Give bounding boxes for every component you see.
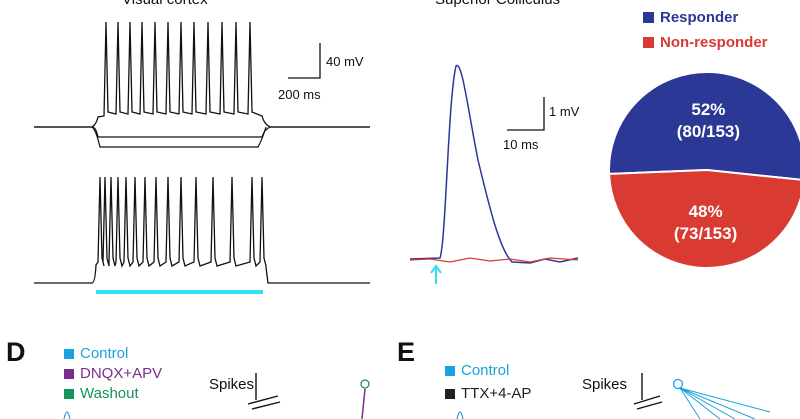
panel-d-scale-bar: [247, 373, 281, 410]
swatch-d-washout: [64, 388, 74, 399]
panel-b-title: Superior Colliculus: [435, 0, 560, 8]
legend-swatch-nonresponder: [643, 37, 654, 48]
panel-e-marker: [672, 378, 684, 390]
panel-d-letter: D: [6, 337, 26, 367]
legend-e-ttx: TTX+4-AP: [445, 385, 531, 402]
pie-label-pct-1: 48%: [689, 202, 723, 221]
legend-d-dnqx: DNQX+APV: [64, 365, 162, 382]
stim-arrow-icon: [430, 264, 442, 284]
label-d-washout: Washout: [80, 385, 139, 402]
label-e-ttx: TTX+4-AP: [461, 385, 532, 402]
label-e-control: Control: [461, 362, 510, 379]
nonresponder-trace: [409, 257, 579, 263]
panel-a-title: Visual cortex: [122, 0, 208, 8]
panel-e-letter: E: [397, 337, 416, 367]
legend-e-control: Control: [445, 362, 509, 379]
sc-scale-voltage: 1 mV: [549, 104, 580, 119]
sc-scale-bar: [507, 97, 545, 131]
label-d-control: Control: [80, 345, 129, 362]
swatch-d-control: [64, 348, 74, 359]
label-d-dnqx: DNQX+APV: [80, 365, 163, 382]
legend-d-control: Control: [64, 345, 128, 362]
pie-label-pct-0: 52%: [691, 100, 725, 119]
pie-label-count-0: (80/153): [677, 122, 740, 141]
legend-d-washout: Washout: [64, 385, 139, 402]
panel-e-scale-bar: [633, 373, 663, 410]
legend-nonresponder: Non-responder: [643, 34, 768, 51]
swatch-e-control: [445, 365, 455, 376]
vc-scale-voltage: 40 mV: [326, 54, 364, 69]
legend-label-nonresponder: Non-responder: [660, 34, 768, 51]
legend-responder: Responder: [643, 9, 738, 26]
vc-scale-bar: [288, 43, 321, 79]
vc-scale-time: 200 ms: [278, 87, 321, 102]
panel-d-spikes-label: Spikes: [209, 376, 255, 393]
panel-e-spikes-label: Spikes: [582, 376, 628, 393]
legend-swatch-responder: [643, 12, 654, 23]
legend-label-responder: Responder: [660, 9, 739, 26]
pie-slice-non-responder: [608, 168, 800, 269]
swatch-e-ttx: [445, 388, 455, 399]
pie-label-count-1: (73/153): [674, 224, 737, 243]
responder-trace: [409, 64, 579, 264]
sc-scale-time: 10 ms: [503, 137, 539, 152]
swatch-d-dnqx: [64, 368, 74, 379]
panel-d-marker: [360, 379, 370, 389]
